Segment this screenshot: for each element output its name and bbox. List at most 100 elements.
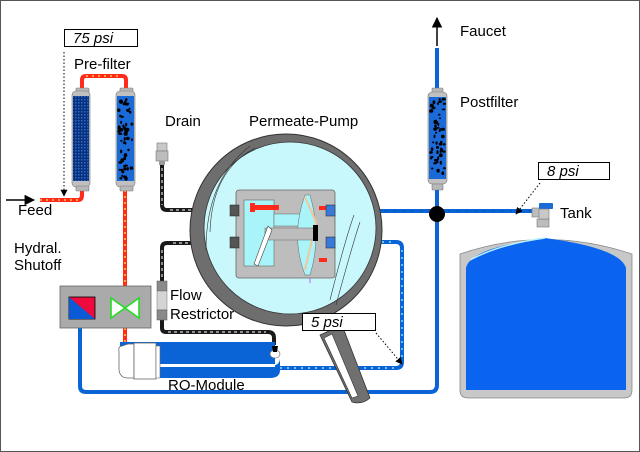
carbon-granule [438,142,443,146]
carbon-granule [121,170,125,174]
carbon-granule [120,139,123,142]
carbon-granule [432,141,435,144]
carbon-granule [435,131,438,134]
carbon-granule [440,127,445,131]
carbon-granule [120,158,125,163]
carbon-granule [120,115,124,118]
carbon-granule [430,147,434,152]
carbon-granule [123,156,127,161]
carbon-granule [124,176,128,181]
pump-pressure-pointer [375,332,403,365]
carbon-granule [436,168,440,173]
hydral-shutoff-label-line2: Shutoff [14,257,62,274]
postfilter-label: Postfilter [460,94,519,111]
permeate-pump-label: Permeate-Pump [249,113,359,130]
carbon-granule [130,122,134,126]
carbon-granule [119,177,123,180]
pump-pressure-box: 5 psi [302,313,376,331]
storage-tank-icon [459,237,633,399]
prefilter-sediment-icon [71,87,91,192]
postfilter-icon [427,87,448,191]
carbon-granule [123,153,128,158]
carbon-granule [119,128,124,132]
feed-pressure-box: 75 psi [64,29,138,47]
carbon-granule [127,148,130,152]
tank-pressure-box: 8 psi [538,162,610,180]
carbon-granule [432,106,436,110]
carbon-granule [443,143,446,146]
faucet-label: Faucet [460,23,506,40]
carbon-granule [123,167,127,171]
carbon-granule [126,166,129,171]
drain-outlet-icon [155,142,169,165]
carbon-granule [430,156,434,158]
permeate-pump-magnifier [189,133,383,404]
carbon-granule [125,98,128,101]
carbon-granule [437,122,440,126]
carbon-granule [117,125,121,130]
tank-label: Tank [560,205,592,222]
carbon-granule [441,108,446,111]
carbon-granule [119,99,122,102]
flow-restrictor-label-line2: Restrictor [170,306,235,323]
tank-pressure-pointer [515,182,541,215]
carbon-granule [439,117,441,120]
carbon-granule [131,138,133,142]
carbon-granule [429,103,434,108]
tee-junction [429,206,445,222]
carbon-granule [438,98,441,101]
tank-valve-icon [531,203,553,228]
carbon-granule [122,102,127,106]
carbon-granule [439,128,442,131]
carbon-granule [123,126,127,131]
carbon-granule [440,148,444,152]
carbon-granule [441,97,446,101]
carbon-granule [118,168,121,171]
carbon-granule [121,174,124,178]
carbon-granule [436,145,440,149]
carbon-granule [117,108,121,112]
carbon-granule [118,161,123,164]
ro-module-label: RO-Module [168,377,245,394]
prefilter-label: Pre-filter [74,56,131,73]
carbon-granule [119,149,123,154]
prefilter-carbon-icon [115,87,136,192]
carbon-granule [436,127,440,129]
carbon-granule [128,110,132,114]
carbon-granule [443,167,446,170]
ro-module-icon [118,342,281,380]
flow-restrictor-icon [156,280,168,321]
carbon-granule [118,132,123,135]
carbon-granule [437,156,440,161]
carbon-granule [435,119,438,124]
carbon-granule [429,109,434,113]
carbon-granule [430,157,433,160]
carbon-granule [438,100,442,103]
carbon-granule [431,167,434,170]
carbon-granule [442,150,446,153]
carbon-granule [433,134,436,139]
carbon-granule [441,171,445,175]
carbon-granule [124,164,128,167]
carbon-granule [125,127,130,132]
carbon-granule [429,151,433,154]
hydral-shutoff-label-line1: Hydral. [14,240,62,257]
carbon-granule [437,113,441,116]
carbon-granule [122,141,127,144]
carbon-granule [125,122,128,127]
drain-label: Drain [165,113,201,130]
carbon-granule [433,127,438,131]
carbon-granule [126,109,130,112]
carbon-granule [120,120,122,124]
carbon-granule [440,140,443,143]
carbon-granule [432,100,436,104]
carbon-granule [438,153,443,158]
carbon-granule [128,107,131,110]
carbon-granule [434,124,437,128]
carbon-granule [125,136,130,141]
carbon-granule [442,102,446,106]
carbon-granule [440,134,445,139]
feed-label: Feed [18,202,53,219]
